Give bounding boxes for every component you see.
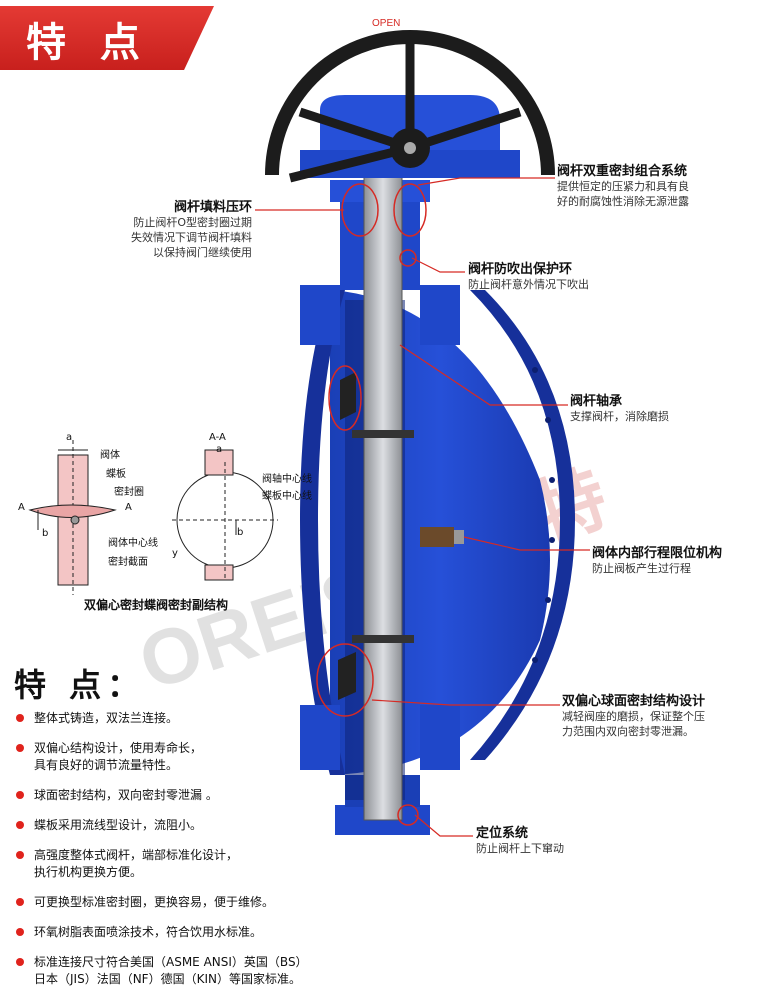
callout-spherical-seal: 双偏心球面密封结构设计 减轻阀座的磨损，保证整个压 力范围内双向密封零泄漏。 [562, 690, 705, 739]
dim-A-left: A [18, 502, 25, 513]
disc-seal-top [340, 372, 356, 420]
dim-b-right: b [237, 527, 244, 538]
callout-desc: 力范围内双向密封零泄漏。 [562, 725, 694, 738]
limit-bolt-head [454, 530, 464, 544]
callout-desc: 好的耐腐蚀性消除无源泄露 [557, 195, 689, 208]
feature-item: 环氧树脂表面喷涂技术，符合饮用水标准。 [14, 924, 344, 941]
feature-item: 蝶板采用流线型设计，流阻小。 [14, 817, 344, 834]
bullet-icon [16, 744, 24, 752]
bullet-icon [16, 958, 24, 966]
feature-text: 环氧树脂表面喷涂技术，符合饮用水标准。 [34, 925, 263, 939]
dim-y: y [172, 548, 178, 559]
callout-desc: 支撑阀杆，消除磨损 [570, 410, 669, 423]
feature-item: 高强度整体式阀杆，端部标准化设计， 执行机构更换方便。 [14, 847, 344, 881]
label-disc-centerline: 蝶板中心线 [262, 491, 312, 502]
header-title: 特 点 [26, 20, 150, 66]
header-banner [0, 6, 214, 70]
label-body-centerline: 阀体中心线 [108, 538, 158, 549]
callout-title: 阀杆填料压环 [173, 200, 252, 215]
dim-b-left: b [42, 528, 49, 539]
bullet-icon [16, 851, 24, 859]
bullet-icon [16, 928, 24, 936]
inset-left-drawing [28, 440, 117, 595]
dim-a-left: a [66, 432, 73, 443]
bullet-icon [16, 898, 24, 906]
label-shaft-centerline: 阀轴中心线 [262, 474, 312, 485]
inset-caption: 双偏心密封蝶阀密封副结构 [84, 598, 229, 612]
dim-a-right: a [216, 444, 223, 455]
bullet-icon [16, 714, 24, 722]
feature-text: 双偏心结构设计，使用寿命长， 具有良好的调节流量特性。 [34, 741, 203, 772]
features-list: 整体式铸造，双法兰连接。 双偏心结构设计，使用寿命长， 具有良好的调节流量特性。… [14, 710, 344, 1001]
feature-item: 整体式铸造，双法兰连接。 [14, 710, 344, 727]
callout-stem-dual-seal: 阀杆双重密封组合系统 提供恒定的压紧力和具有良 好的耐腐蚀性消除无源泄露 [557, 160, 689, 209]
feature-text: 整体式铸造，双法兰连接。 [34, 711, 179, 725]
callout-desc: 以保持阀门继续使用 [153, 246, 252, 259]
callout-desc: 防止阀板产生过行程 [592, 562, 691, 575]
callout-desc: 提供恒定的压紧力和具有良 [557, 180, 689, 193]
handwheel: OPEN [265, 18, 555, 183]
label-body: 阀体 [100, 450, 120, 461]
callout-title: 阀杆防吹出保护环 [468, 262, 573, 277]
features-title: 特 点： [14, 666, 146, 704]
feature-text: 可更换型标准密封圈，更换容易，便于维修。 [34, 895, 275, 909]
callout-shaft-bearing: 阀杆轴承 支撑阀杆，消除磨损 [570, 390, 669, 424]
callout-title: 双偏心球面密封结构设计 [562, 694, 706, 709]
callout-travel-limit: 阀体内部行程限位机构 防止阀板产生过行程 [592, 542, 722, 576]
callout-title: 阀体内部行程限位机构 [592, 546, 723, 561]
feature-item: 标准连接尺寸符合美国（ASME ANSI）英国（BS） 日本（JIS）法国（NF… [14, 954, 344, 988]
seal-ring-upper [352, 430, 414, 438]
label-disc: 蝶板 [106, 469, 126, 480]
label-seal-ring: 密封圈 [114, 487, 144, 498]
callout-desc: 防止阀杆O型密封圈过期 [133, 216, 252, 229]
feature-text: 标准连接尺寸符合美国（ASME ANSI）英国（BS） 日本（JIS）法国（NF… [34, 955, 308, 986]
feature-item: 双偏心结构设计，使用寿命长， 具有良好的调节流量特性。 [14, 740, 344, 774]
feature-text: 球面密封结构，双向密封零泄漏 。 [34, 788, 218, 802]
callout-desc: 减轻阀座的磨损，保证整个压 [562, 710, 705, 723]
feature-item: 可更换型标准密封圈，更换容易，便于维修。 [14, 894, 344, 911]
callout-positioning: 定位系统 防止阀杆上下窜动 [476, 822, 564, 856]
leader-lines [255, 177, 590, 837]
open-label: OPEN [372, 18, 400, 29]
callout-desc: 防止阀杆意外情况下吹出 [468, 278, 589, 291]
section-label: A-A [209, 432, 226, 443]
bullet-icon [16, 791, 24, 799]
valve-stem [363, 149, 403, 821]
callout-desc: 防止阀杆上下窜动 [476, 842, 564, 855]
bullet-icon [16, 821, 24, 829]
feature-text: 高强度整体式阀杆，端部标准化设计， 执行机构更换方便。 [34, 848, 239, 879]
feature-item: 球面密封结构，双向密封零泄漏 。 [14, 787, 344, 804]
callout-title: 阀杆轴承 [570, 394, 623, 409]
disc-seal-bottom [338, 652, 356, 700]
callout-packing-ring: 阀杆填料压环 防止阀杆O型密封圈过期 失效情况下调节阀杆填料 以保持阀门继续使用 [40, 196, 252, 260]
dim-A-right: A [125, 502, 132, 513]
inset-right-drawing [172, 449, 278, 581]
travel-limit-bolt [420, 527, 454, 547]
callout-title: 定位系统 [476, 826, 529, 841]
callout-blowout-ring: 阀杆防吹出保护环 防止阀杆意外情况下吹出 [468, 258, 589, 292]
callout-title: 阀杆双重密封组合系统 [557, 164, 688, 179]
feature-text: 蝶板采用流线型设计，流阻小。 [34, 818, 203, 832]
label-seal-section: 密封截面 [108, 557, 148, 568]
callout-desc: 失效情况下调节阀杆填料 [131, 231, 252, 244]
seal-ring-lower [352, 635, 414, 643]
